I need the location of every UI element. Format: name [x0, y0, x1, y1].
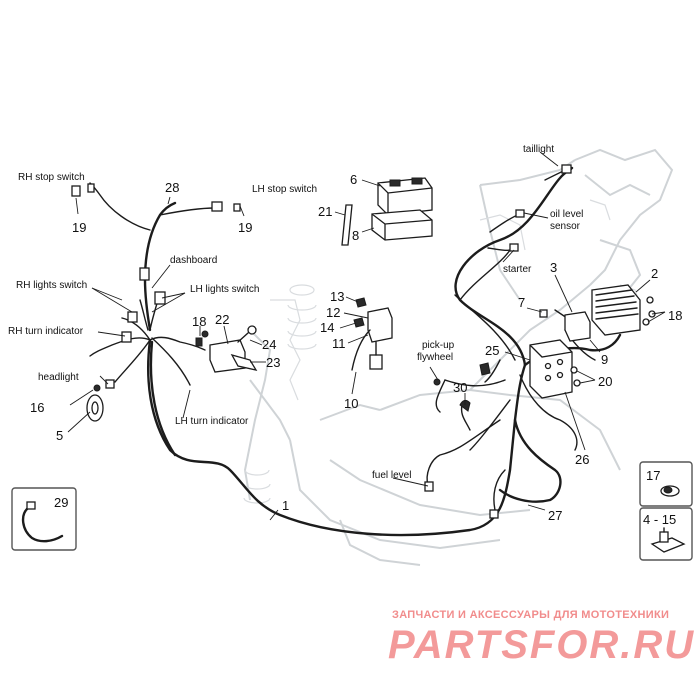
bolt-icon [201, 330, 209, 338]
watermark-tagline: ЗАПЧАСТИ И АКСЕССУАРЫ ДЛЯ МОТОТЕХНИКИ [392, 609, 669, 621]
connector-icon [561, 164, 572, 174]
relay-icon [564, 311, 591, 342]
label-dashboard: dashboard [170, 255, 217, 266]
callout-19-left: 19 [72, 220, 86, 235]
voltage-regulator-icon [591, 284, 656, 336]
callout-29: 29 [54, 495, 68, 510]
battery-icon [377, 177, 433, 216]
callout-18-rear: 18 [668, 308, 682, 323]
connector-icon [489, 509, 499, 519]
inset-box-4-15: 4 - 15 [639, 507, 693, 561]
callout-14: 14 [320, 320, 334, 335]
connector-icon [424, 481, 434, 492]
components [71, 164, 656, 519]
screw-kit-icon [650, 527, 686, 553]
connector-icon [71, 185, 81, 197]
watermark: ЗАПЧАСТИ И АКСЕССУАРЫ ДЛЯ МОТОТЕХНИКИ PA… [388, 609, 695, 667]
connector-icon [121, 331, 132, 343]
callout-24: 24 [262, 337, 276, 352]
grommet-icon [660, 485, 680, 497]
inset-box-17: 17 [639, 461, 693, 507]
connector-icon [479, 362, 491, 376]
connector-icon [515, 209, 525, 218]
callout-4-15: 4 - 15 [643, 512, 676, 527]
inset-box-29: 29 [11, 487, 77, 551]
battery-strap-icon [341, 204, 353, 246]
callout-5: 5 [56, 428, 63, 443]
label-rh-lights-switch: RH lights switch [16, 280, 87, 291]
cable-tie-icon [21, 506, 64, 543]
callout-28: 28 [165, 180, 179, 195]
connector-icon [233, 203, 241, 212]
callout-8: 8 [352, 228, 359, 243]
callout-3: 3 [550, 260, 557, 275]
label-oil-level-sensor-line2: sensor [550, 221, 581, 232]
label-rh-turn-indicator: RH turn indicator [8, 326, 84, 337]
callout-1: 1 [282, 498, 289, 513]
battery-tray-icon [371, 209, 433, 241]
component-labels: RH stop switch LH stop switch dashboard … [8, 144, 583, 481]
bolt-icon [93, 384, 101, 392]
callout-20: 20 [598, 374, 612, 389]
callout-12: 12 [326, 305, 340, 320]
connector-icon [539, 309, 548, 318]
callout-22: 22 [215, 312, 229, 327]
callout-21: 21 [318, 204, 332, 219]
leader-lines [67, 151, 666, 521]
part-numbers: 19 19 28 21 6 8 13 12 14 11 10 18 22 24 … [30, 172, 682, 523]
ignition-coil-icon [351, 297, 393, 371]
callout-11: 11 [332, 336, 346, 351]
callout-18-front: 18 [192, 314, 206, 329]
label-pickup-flywheel-line1: pick-up [422, 340, 455, 351]
label-lh-lights-switch: LH lights switch [190, 284, 259, 295]
label-lh-stop-switch: LH stop switch [252, 184, 317, 195]
callout-16: 16 [30, 400, 44, 415]
label-rh-stop-switch: RH stop switch [18, 172, 85, 183]
connector-icon [87, 183, 95, 193]
label-fuel-level: fuel level [372, 470, 411, 481]
callout-2: 2 [651, 266, 658, 281]
scooter-frame [243, 148, 674, 566]
bolt-icon [433, 378, 441, 386]
callout-27: 27 [548, 508, 562, 523]
watermark-brand: PARTSFOR.RU [388, 623, 695, 667]
callout-10: 10 [344, 396, 358, 411]
callout-30: 30 [453, 380, 467, 395]
connector-icon [154, 291, 166, 305]
connector-icon [105, 379, 115, 389]
label-lh-turn-indicator: LH turn indicator [175, 416, 249, 427]
connector-icon [459, 399, 471, 412]
callout-9: 9 [601, 352, 608, 367]
callout-26: 26 [575, 452, 589, 467]
label-starter: starter [503, 264, 532, 275]
label-taillight: taillight [523, 144, 554, 155]
callout-13: 13 [330, 289, 344, 304]
connector-icon [509, 243, 519, 252]
callout-19-right: 19 [238, 220, 252, 235]
connector-icon [139, 267, 150, 281]
callout-7: 7 [518, 295, 525, 310]
connector-icon [127, 311, 138, 323]
callout-23: 23 [266, 355, 280, 370]
callout-17: 17 [646, 468, 660, 483]
callout-6: 6 [350, 172, 357, 187]
connector-icon [211, 201, 223, 212]
label-headlight: headlight [38, 372, 79, 383]
horn-icon [86, 394, 104, 422]
label-oil-level-sensor-line1: oil level [550, 209, 583, 220]
wiring-harness [89, 166, 622, 537]
label-pickup-flywheel-line2: flywheel [417, 352, 453, 363]
starter-relay-icon [195, 325, 258, 373]
callout-25: 25 [485, 343, 499, 358]
control-unit-icon [529, 339, 581, 399]
